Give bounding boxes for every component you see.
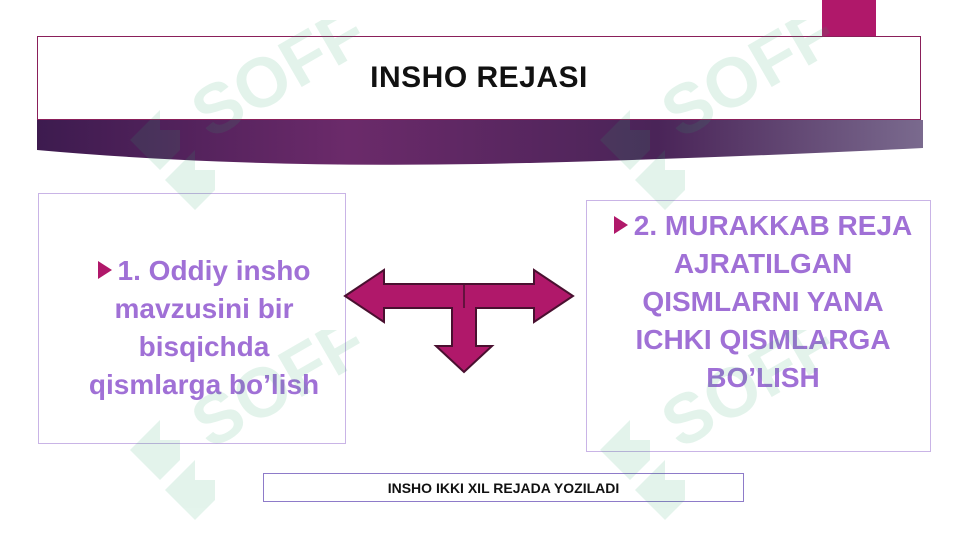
accent-tab: [822, 0, 876, 38]
footer-box: INSHO IKKI XIL REJADA YOZILADI: [263, 473, 744, 502]
complex-plan-line-5: BO’LISH: [706, 362, 820, 393]
simple-plan-line-4: qismlarga bo’lish: [88, 369, 320, 400]
slide-title: INSHO REJASI: [370, 61, 588, 94]
footer-text: INSHO IKKI XIL REJADA YOZILADI: [387, 479, 620, 496]
simple-plan-line-3: bisqichda: [138, 331, 270, 362]
simple-plan-line-2: mavzusini bir: [114, 293, 294, 324]
three-way-arrow-icon: [343, 268, 575, 374]
bullet-arrow-icon: [97, 261, 112, 279]
bullet-arrow-icon: [613, 216, 628, 234]
title-ribbon: [37, 120, 923, 165]
simple-plan-text: 1. Oddiy insho mavzusini bir bisqichda q…: [69, 252, 339, 404]
complex-plan-line-1: 2. MURAKKAB REJA: [597, 207, 929, 245]
complex-plan-line-2: AJRATILGAN: [673, 248, 853, 279]
title-box: INSHO REJASI: [37, 36, 921, 120]
simple-plan-line-1: 1. Oddiy insho: [69, 252, 339, 290]
complex-plan-line-3: QISMLARNI YANA: [642, 286, 884, 317]
simple-plan-box: 1. Oddiy insho mavzusini bir bisqichda q…: [38, 193, 346, 444]
complex-plan-line-4: ICHKI QISMLARGA: [635, 324, 891, 355]
complex-plan-box: 2. MURAKKAB REJA AJRATILGAN QISMLARNI YA…: [586, 200, 931, 452]
complex-plan-text: 2. MURAKKAB REJA AJRATILGAN QISMLARNI YA…: [597, 207, 929, 397]
